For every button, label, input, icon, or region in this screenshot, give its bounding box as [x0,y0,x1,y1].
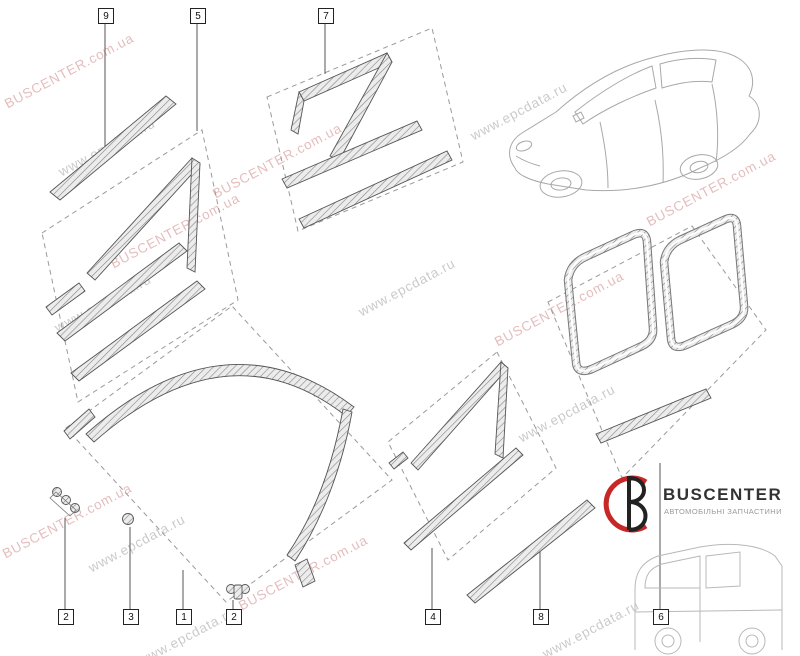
part-1-bottom-piece [294,558,316,588]
part-6-frame-left-core [566,232,655,372]
part-9-molding-strip [49,95,177,201]
part-5-strip-2 [70,280,206,382]
part-8-molding-strip [466,499,596,604]
part-6-glass-run-group [563,213,749,444]
part-5-strip-3 [45,282,86,316]
callout-6[interactable]: 6 [653,609,669,625]
part-2a-clip [49,487,80,517]
callout-1[interactable]: 1 [176,609,192,625]
callout-5[interactable]: 5 [190,8,206,24]
region-4 [387,351,557,561]
part-1-windshield-molding-group [63,363,355,588]
car-sketch [509,49,760,198]
callout-2b[interactable]: 2 [226,609,242,625]
part-1-top-arc [85,363,355,443]
region-1 [65,305,393,603]
part-4-strip [403,447,524,551]
part-4-frame-hypotenuse [410,361,509,471]
part-3-grommet [122,513,134,525]
callout-2a[interactable]: 2 [58,609,74,625]
part-6-frame-left-hatch [564,229,657,375]
van-sketch [634,543,783,655]
part-4-window-run-group [388,361,524,551]
part-6-frame-right-core [662,217,746,348]
logo-title: BUSCENTER [663,485,783,504]
part-7-window-seal-group [281,52,453,229]
leader-lines [64,22,661,609]
callout-8[interactable]: 8 [533,609,549,625]
callout-9[interactable]: 9 [98,8,114,24]
part-2b-clip [226,584,250,600]
part-4-small-piece [388,451,409,470]
part-6-strip [595,388,712,444]
part-5-strip-1 [56,242,188,342]
part-5-frame-vertical [186,157,201,273]
part-5-frame-hypotenuse [86,157,201,281]
callout-3[interactable]: 3 [123,609,139,625]
part-4-frame-vertical [494,361,509,459]
part-1-left-piece [63,408,96,440]
callout-4[interactable]: 4 [425,609,441,625]
buscenter-emblem-icon [603,475,648,533]
callout-7[interactable]: 7 [318,8,334,24]
part-7-frame-left [290,90,305,135]
part-7-strip-2 [298,150,453,229]
region-5 [41,129,239,403]
part-5-window-run-group [45,157,206,382]
part-7-strip-1 [281,120,423,189]
logo-subtitle: АВТОМОБІЛЬНІ ЗАПЧАСТИНИ [664,507,782,516]
part-1-right-strip [286,408,353,562]
